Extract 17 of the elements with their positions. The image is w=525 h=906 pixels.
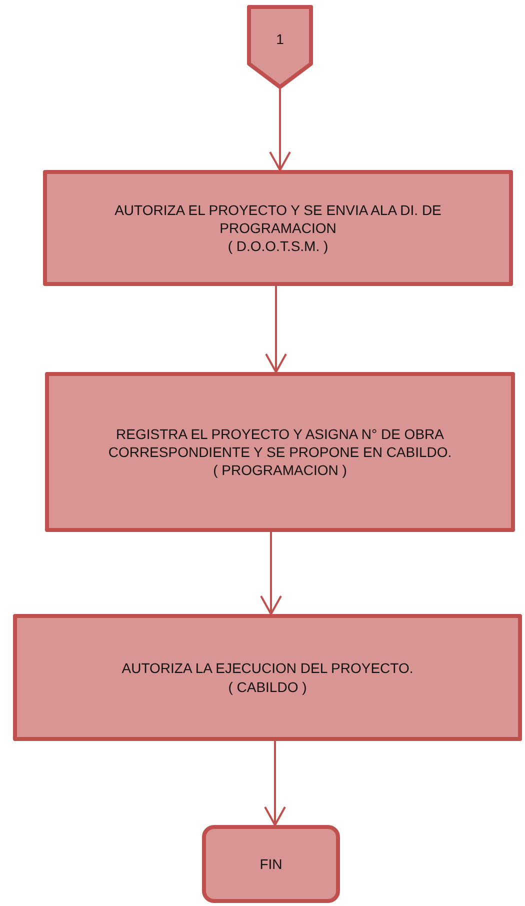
off-page-connector: [247, 5, 313, 89]
process-box: [13, 614, 522, 741]
responsible-text: ( CABILDO ): [228, 678, 307, 696]
step-text: REGISTRA EL PROYECTO Y ASIGNA N° DE OBRA CORRESPONDIENTE Y SE PROPONE EN CABILDO.: [107, 424, 453, 462]
terminator-box: [202, 825, 340, 903]
process-box: [43, 170, 513, 286]
process-box: [45, 372, 515, 532]
step-text: AUTORIZA EL PROYECTO Y SE ENVIA ALA DI. DE PROGRAMACION: [114, 200, 442, 238]
responsible-text: ( PROGRAMACION ): [213, 461, 347, 480]
responsible-text: ( D.O.O.T.S.M. ): [228, 237, 328, 256]
arrow: [265, 286, 287, 373]
arrow: [269, 89, 291, 171]
step-text: AUTORIZA LA EJECUCION DEL PROYECTO.: [122, 659, 414, 678]
step-text: FIN: [260, 854, 282, 874]
arrow: [264, 741, 286, 826]
step-text: 1: [276, 30, 284, 48]
arrow: [260, 532, 282, 615]
